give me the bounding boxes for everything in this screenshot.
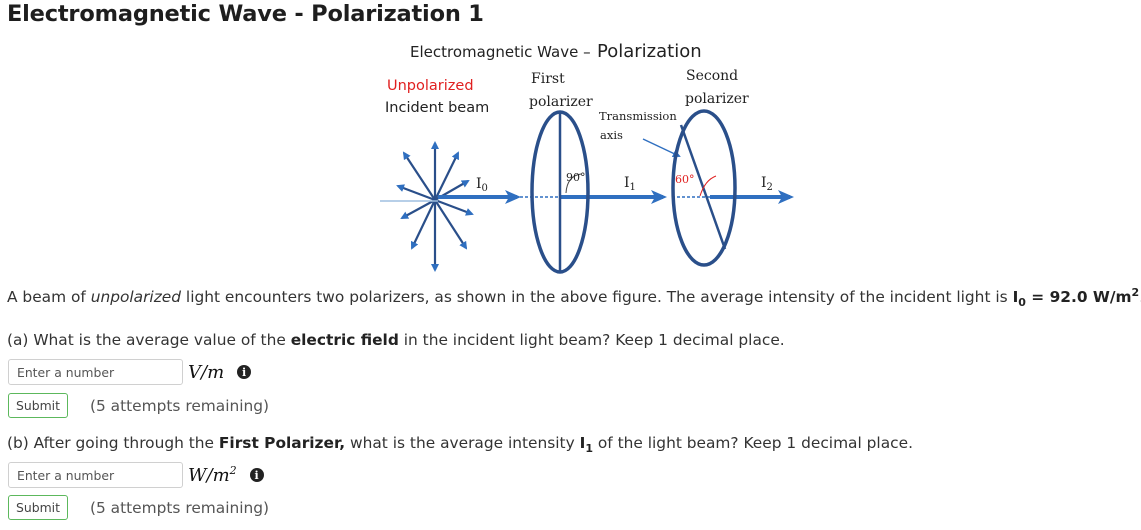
unpolarized-label: Unpolarized [387,78,474,94]
second-polarizer-label-1: Second [686,68,738,84]
submit-b-button[interactable]: Submit [8,495,68,520]
answer-a-row: V/m i [8,359,252,385]
answer-b-units: W/m2 [188,464,237,486]
incident-beam-label: Incident beam [385,100,489,116]
problem-statement: A beam of unpolarized light encounters t… [7,286,1141,309]
answer-b-row: W/m2 i [8,462,264,488]
transmission-axis-pointer [642,138,681,158]
second-polarizer-label-2: polarizer [685,91,749,107]
question-b-intensity: I1 [579,434,593,456]
first-polarizer-label-2: polarizer [529,94,593,110]
info-icon[interactable]: i [237,365,252,379]
attempts-a: (5 attempts remaining) [89,396,270,415]
I1-label: I1 [624,175,636,193]
angle-arc-1 [565,173,582,194]
info-icon[interactable]: i [249,468,264,482]
submit-b-row: Submit (5 attempts remaining) [8,495,269,520]
second-polarizer-axis [679,124,727,250]
figure-title-prefix: Electromagnetic Wave – [410,43,591,61]
question-a-bold: electric field [290,331,399,349]
answer-b-input[interactable] [8,462,183,488]
angle-90-label: 90° [566,171,586,184]
angle-arc-2 [699,175,717,197]
intro-text-1: A beam of [7,288,91,307]
intro-unpolarized: unpolarized [90,288,182,307]
first-polarizer-label-1: First [531,71,565,87]
I2-label: I2 [761,175,773,193]
transmission-label: Transmission [599,109,677,123]
figure-title-suffix: Polarization [597,41,702,62]
question-a: (a) What is the average value of the ele… [7,331,785,349]
answer-a-units: V/m [188,361,225,383]
question-b-bold: First Polarizer, [218,434,346,452]
question-b: (b) After going through the First Polari… [7,434,913,456]
intro-intensity: I0 = 92.0 W/m2 [1012,286,1140,310]
axis-label: axis [600,128,623,142]
unpolarized-star [396,141,474,272]
polarization-diagram: Electromagnetic Wave – Polarization Unpo… [380,41,794,274]
page-title: Electromagnetic Wave - Polarization 1 [7,1,484,27]
submit-a-row: Submit (5 attempts remaining) [8,393,269,418]
second-polarizer [671,109,737,267]
I0-label: I0 [476,176,488,194]
attempts-b: (5 attempts remaining) [89,498,270,517]
answer-a-input[interactable] [8,359,183,385]
submit-a-button[interactable]: Submit [8,393,68,418]
polarization-figure: Electromagnetic Wave – Polarization Unpo… [380,38,800,278]
intro-text-2: light encounters two polarizers, as show… [181,288,1013,307]
angle-60-label: 60° [675,173,695,186]
